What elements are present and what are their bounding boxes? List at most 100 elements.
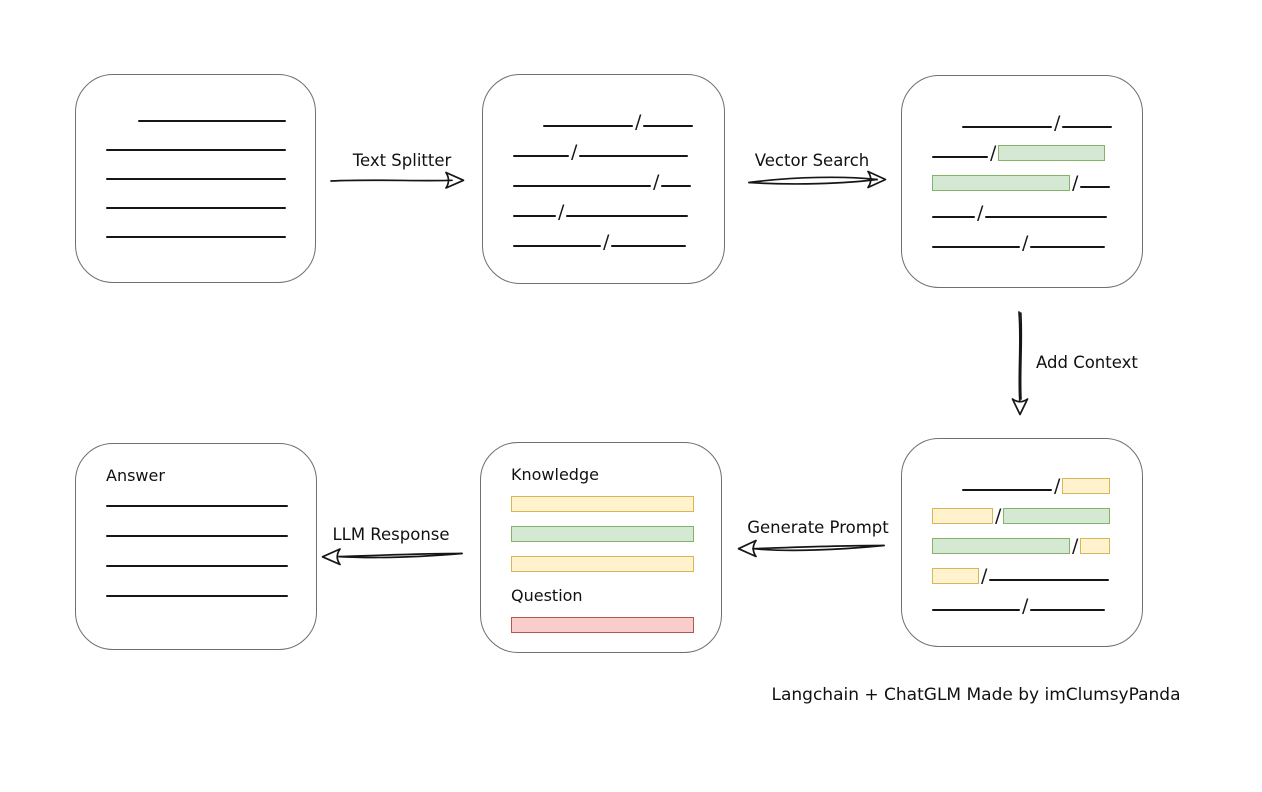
slash-separator: /	[1054, 475, 1061, 497]
slash-separator: /	[981, 565, 988, 587]
chunk-row	[106, 153, 315, 182]
slash-separator: /	[1022, 595, 1029, 617]
slash-separator: /	[990, 142, 997, 164]
llm-response-label: LLM Response	[332, 525, 450, 544]
knowledge-label: Knowledge	[511, 465, 599, 484]
text-line	[106, 595, 288, 597]
context-chunk-lines: / / / / /	[902, 439, 1142, 617]
text-line	[1030, 609, 1106, 611]
yellow-highlight-bar	[511, 496, 694, 512]
slash-separator: /	[635, 111, 642, 133]
text-line	[106, 149, 286, 151]
chunk-row: /	[543, 99, 724, 133]
green-highlight-bar	[932, 538, 1070, 554]
text-line	[985, 216, 1108, 218]
chunk-row: /	[932, 553, 1142, 587]
text-line	[1030, 246, 1106, 248]
yellow-highlight-bar	[932, 568, 979, 584]
green-highlight-bar	[998, 145, 1106, 161]
text-line	[513, 245, 601, 247]
yellow-highlight-bar	[1062, 478, 1111, 494]
text-line	[106, 236, 286, 238]
green-highlight-bar	[511, 526, 694, 542]
chunk-row	[106, 211, 315, 240]
text-line	[1062, 126, 1113, 128]
text-line	[106, 535, 288, 537]
chunk-row: /	[513, 159, 724, 193]
text-line	[611, 245, 687, 247]
text-line	[566, 215, 689, 217]
chunk-row	[106, 182, 315, 211]
chunk-row: /	[932, 523, 1142, 557]
diagram-caption: Langchain + ChatGLM Made by imClumsyPand…	[771, 685, 1181, 705]
slash-separator: /	[1072, 172, 1079, 194]
chunk-row: /	[932, 583, 1142, 617]
add-context-arrow	[1011, 311, 1029, 416]
generate-prompt-label: Generate Prompt	[747, 518, 889, 537]
green-highlight-bar	[932, 175, 1070, 191]
llm-response-arrow	[321, 548, 463, 566]
slash-separator: /	[995, 505, 1002, 527]
chunk-row: /	[513, 219, 724, 252]
text-line	[643, 125, 694, 127]
chunk-lines: /////	[483, 75, 724, 252]
text-line	[989, 579, 1110, 581]
document-lines	[76, 75, 315, 240]
source-document-box	[75, 74, 316, 283]
text-line	[661, 185, 692, 187]
context-chunks-box: / / / / /	[901, 438, 1143, 647]
text-line	[513, 215, 556, 217]
yellow-highlight-bar	[511, 556, 694, 572]
chunk-row: /	[932, 220, 1142, 254]
chunk-row: /	[962, 100, 1142, 134]
generate-prompt-arrow	[737, 539, 885, 558]
chunk-row: /	[962, 463, 1142, 497]
red-highlight-bar	[511, 617, 694, 633]
slash-separator: /	[977, 202, 984, 224]
text-line	[513, 185, 651, 187]
text-splitter-arrow	[330, 171, 465, 189]
slash-separator: /	[558, 201, 565, 223]
text-line	[106, 207, 286, 209]
slash-separator: /	[1072, 535, 1079, 557]
text-line	[138, 120, 286, 122]
yellow-highlight-bar	[932, 508, 993, 524]
text-line	[932, 156, 988, 158]
chunk-row: /	[932, 130, 1142, 164]
question-label: Question	[511, 586, 583, 605]
slash-separator: /	[1054, 112, 1061, 134]
yellow-highlight-bar	[1080, 538, 1111, 554]
text-line	[513, 155, 569, 157]
text-line	[932, 216, 975, 218]
matched-chunk-lines: / / / / /	[902, 76, 1142, 254]
add-context-label: Add Context	[1036, 353, 1138, 372]
text-line	[1080, 186, 1111, 188]
chunk-row: /	[513, 129, 724, 163]
chunk-row: /	[932, 493, 1142, 527]
text-line	[106, 505, 288, 507]
chunk-row: /	[932, 190, 1142, 224]
chunk-row: /	[932, 160, 1142, 194]
chunk-row	[138, 95, 315, 124]
slash-separator: /	[1022, 232, 1029, 254]
text-line	[543, 125, 633, 127]
vector-search-arrow	[748, 170, 887, 189]
slash-separator: /	[571, 141, 578, 163]
chunk-row: /	[513, 189, 724, 223]
text-splitter-label: Text Splitter	[352, 151, 452, 170]
vector-search-label: Vector Search	[754, 151, 870, 170]
text-line	[106, 178, 286, 180]
slash-separator: /	[653, 171, 660, 193]
text-line	[106, 565, 288, 567]
green-highlight-bar	[1003, 508, 1111, 524]
answer-label: Answer	[106, 466, 165, 485]
split-chunks-box: /////	[482, 74, 725, 284]
text-line	[962, 126, 1052, 128]
answer-content: Answer	[76, 444, 316, 597]
text-line	[579, 155, 689, 157]
text-line	[932, 609, 1020, 611]
answer-box: Answer	[75, 443, 317, 650]
